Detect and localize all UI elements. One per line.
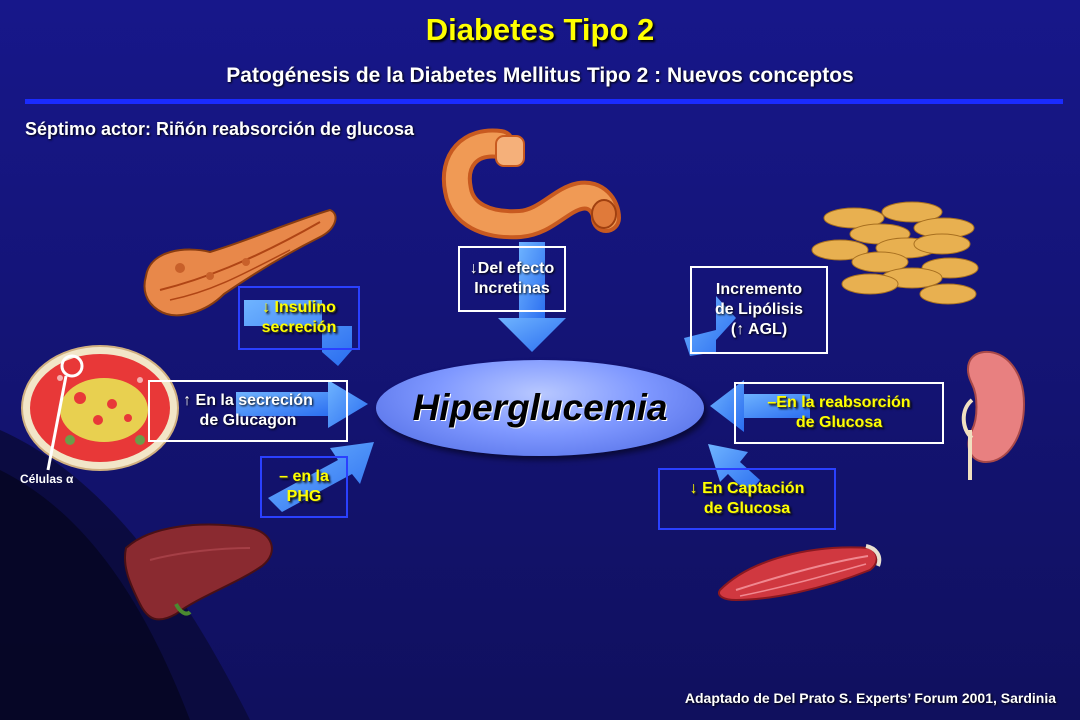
box-captacion-line2: de Glucosa xyxy=(703,500,791,517)
box-phg-line2: PHG xyxy=(286,488,322,505)
box-glucagon: ↑ En la secreción de Glucagon xyxy=(148,380,348,442)
box-glucagon-line2: de Glucagon xyxy=(199,412,297,429)
box-insulina: ↓ Insulino secreción xyxy=(238,286,360,350)
box-glucagon-line1: ↑ En la secreción xyxy=(183,392,313,409)
islet-cells-icon xyxy=(21,345,179,471)
kidney-icon xyxy=(961,350,1026,480)
section-heading: Séptimo actor: Riñón reabsorción de gluc… xyxy=(25,119,415,139)
citation-footer: Adaptado de Del Prato S. Experts’ Forum … xyxy=(684,690,1056,706)
box-incretinas: ↓Del efecto Incretinas xyxy=(458,246,566,312)
box-lipolisis-line2: de Lipólisis xyxy=(714,301,803,318)
box-phg: – en la PHG xyxy=(260,456,348,518)
arrow-glucagon xyxy=(236,380,368,428)
page-subtitle: Patogénesis de la Diabetes Mellitus Tipo… xyxy=(226,64,854,87)
box-captacion-line1: ↓ En Captación xyxy=(689,480,805,497)
box-insulina-line2: secreción xyxy=(261,319,337,336)
box-incretinas-line2: Incretinas xyxy=(474,280,550,297)
box-reabsorcion-line2: de Glucosa xyxy=(795,414,883,431)
box-insulina-line1: ↓ Insulino xyxy=(262,299,336,316)
intestine-icon xyxy=(441,128,621,240)
arrow-incretinas xyxy=(498,242,566,352)
celulas-alfa-label: Células α xyxy=(20,472,74,486)
box-reabsorcion: –En la reabsorción de Glucosa xyxy=(734,382,944,444)
box-lipolisis-line3: (↑ AGL) xyxy=(730,321,788,338)
page-title: Diabetes Tipo 2 xyxy=(425,12,655,47)
box-lipolisis: Incremento de Lipólisis (↑ AGL) xyxy=(690,266,828,354)
box-reabsorcion-line1: –En la reabsorción xyxy=(767,394,911,411)
arrow-lipolisis xyxy=(684,296,736,356)
hiperglucemia-ellipse: Hiperglucemia xyxy=(376,360,704,456)
hiperglucemia-label: Hiperglucemia xyxy=(412,387,668,428)
liver-icon xyxy=(124,523,273,621)
pancreas-icon xyxy=(143,208,337,317)
box-phg-line1: – en la xyxy=(279,468,329,485)
box-lipolisis-line1: Incremento xyxy=(715,281,803,298)
adipose-cells-icon xyxy=(811,201,979,305)
box-captacion: ↓ En Captación de Glucosa xyxy=(658,468,836,530)
muscle-icon xyxy=(718,544,882,602)
box-incretinas-line1: ↓Del efecto xyxy=(469,260,555,277)
title-divider xyxy=(25,99,1063,104)
